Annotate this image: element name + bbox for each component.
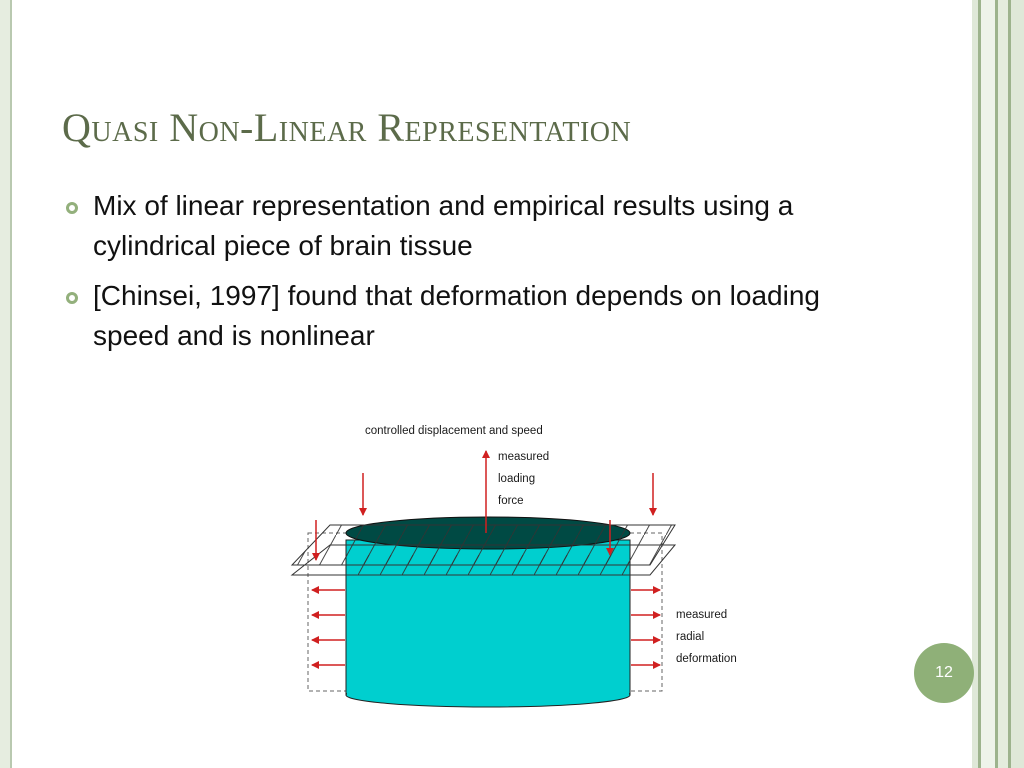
slide-title: Quasi Non-Linear Representation — [62, 105, 632, 150]
left-border-decoration — [0, 0, 12, 768]
bullet-circle-icon — [66, 292, 78, 304]
bullet-text: Mix of linear representation and empiric… — [93, 190, 794, 261]
bullet-list: Mix of linear representation and empiric… — [64, 186, 884, 366]
lower-plate — [290, 544, 677, 576]
force-label-line: loading — [498, 473, 536, 485]
force-label-line: force — [498, 495, 524, 507]
cylinder-compression-diagram: controlled displacement and speed measur… — [270, 415, 790, 715]
displacement-label: controlled displacement and speed — [365, 425, 543, 437]
deformation-label-line: radial — [676, 631, 705, 643]
deformation-label-line: deformation — [676, 653, 737, 665]
diagram-graphic — [290, 450, 677, 708]
page-number-badge: 12 — [914, 643, 974, 703]
bullet-text: [Chinsei, 1997] found that deformation d… — [93, 280, 820, 351]
right-border-decoration — [972, 0, 1024, 768]
bullet-item: Mix of linear representation and empiric… — [64, 186, 884, 266]
bullet-item: [Chinsei, 1997] found that deformation d… — [64, 276, 884, 356]
deformation-label-line: measured — [676, 609, 728, 621]
bullet-circle-icon — [66, 202, 78, 214]
force-label-line: measured — [498, 451, 550, 463]
